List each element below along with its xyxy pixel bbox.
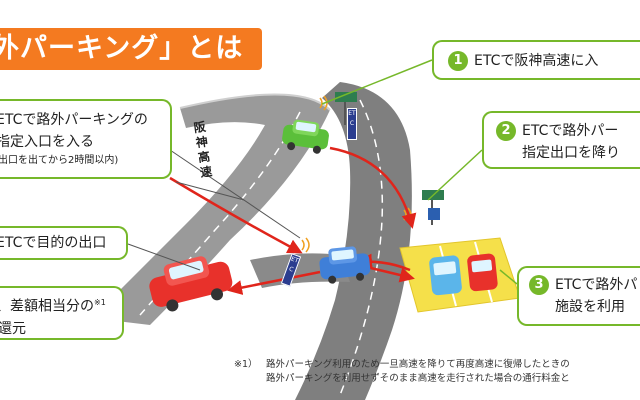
signal-wave-1 [319, 95, 328, 111]
callout-step-2-line-1: 2 ETCで路外パー [496, 120, 640, 142]
callout-step-2-text-1: ETCで路外パー [522, 123, 619, 139]
parking-sign [428, 208, 440, 220]
page-title-text: 外パーキング」とは [0, 33, 244, 64]
callout-enter-parking-line-1: ETCで路外パーキングの [0, 112, 148, 128]
footnote-marker: ※1） [234, 359, 258, 370]
pointer-line-2 [427, 149, 483, 201]
callout-enter-parking: ETCで路外パーキングの 指定入口を入る 出口を出てから2時間以内) [0, 99, 172, 179]
callout-step-1: 1 ETCで阪神高速に入 [432, 40, 640, 80]
pointer-line-1 [321, 59, 433, 105]
footnote: ※1） 路外パーキング利用のため一旦高速を降りて再度高速に復帰したときの 路外パ… [234, 358, 570, 386]
callout-step-1-line: 1 ETCで阪神高速に入 [448, 50, 640, 72]
blue-car [319, 246, 371, 284]
right-expressway [295, 82, 412, 400]
callout-step-2-line-2: 指定出口を降り [522, 145, 620, 161]
pointer-line-4 [169, 149, 301, 239]
step-3-badge: 3 [529, 275, 549, 295]
flow-arrow-1 [329, 146, 417, 229]
overhead-sign-1 [335, 92, 357, 102]
callout-step-2: 2 ETCで路外パー 指定出口を降り [482, 111, 640, 169]
callout-refund-footnote-mark: ※1 [94, 298, 106, 307]
callout-step-3: 3 ETCで路外パ 施設を利用 [517, 266, 640, 326]
green-car [282, 119, 329, 154]
flow-arrow-6 [175, 181, 245, 201]
flow-arrow-2 [169, 176, 303, 254]
footnote-line-1: 路外パーキング利用のため一旦高速を降りて再度高速に復帰したときの [266, 359, 570, 370]
callout-step-1-text: ETCで阪神高速に入 [474, 53, 599, 69]
left-lane-line [139, 111, 301, 316]
parked-blue-car [429, 255, 462, 296]
callout-refund-text-1: 、差額相当分の [0, 298, 94, 315]
callout-refund: 、差額相当分の※1 還元 [0, 286, 124, 340]
etc-gate-sign-1: ETC [347, 108, 357, 140]
callout-enter-parking-note: 出口を出てから2時間以内) [0, 155, 119, 166]
callout-step-3-line-1: 3 ETCで路外パ [529, 274, 640, 296]
step-1-badge: 1 [448, 51, 468, 71]
step-2-badge: 2 [496, 121, 516, 141]
pointer-line-5 [127, 243, 201, 271]
callout-refund-line-1: 、差額相当分の※1 [0, 292, 116, 318]
callout-step-3-text-1: ETCで路外パ [555, 277, 638, 293]
callout-exit-destination-line-1: ETCで目的の出口 [0, 235, 107, 251]
pointer-line-3 [499, 269, 518, 285]
page-title: 外パーキング」とは [0, 28, 262, 70]
callout-refund-line-2: 還元 [0, 320, 26, 337]
signal-wave-3 [301, 237, 310, 253]
red-car [149, 256, 233, 312]
callout-exit-destination: ETCで目的の出口 [0, 226, 128, 260]
callout-step-3-line-2: 施設を利用 [555, 299, 625, 315]
left-expressway [92, 94, 330, 325]
callout-enter-parking-line-2: 指定入口を入る [0, 134, 94, 150]
footnote-line-2: 路外パーキングを利用せずそのまま高速を走行された場合の通行料金と [266, 373, 570, 384]
flow-arrow-5 [227, 270, 321, 296]
parked-red-car [467, 253, 498, 292]
